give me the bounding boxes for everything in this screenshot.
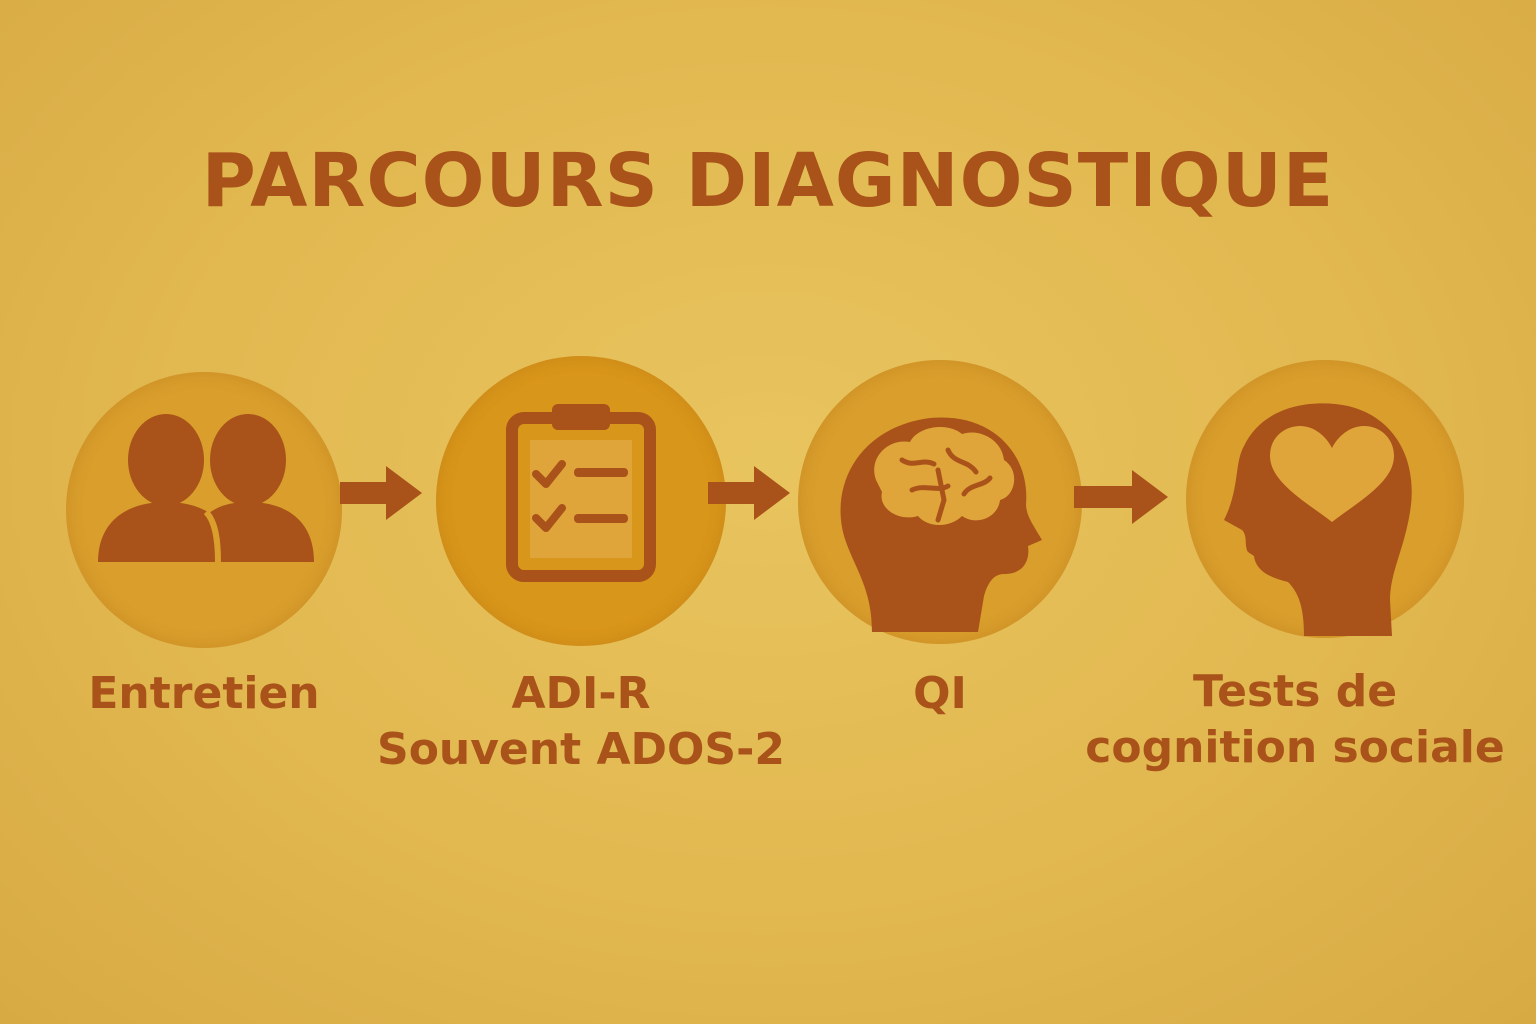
page-title: PARCOURS DIAGNOSTIQUE bbox=[201, 138, 1335, 224]
two-people-icon bbox=[98, 414, 314, 563]
head-heart-icon bbox=[1224, 403, 1412, 636]
step-4-circle bbox=[1186, 360, 1464, 638]
step-3-label: QI bbox=[840, 666, 1040, 722]
step-2-circle bbox=[436, 356, 726, 646]
step-2-label: ADI-R Souvent ADOS-2 bbox=[346, 666, 816, 778]
step-4-label: Tests de cognition sociale bbox=[1066, 664, 1524, 776]
arrow-2 bbox=[708, 466, 790, 520]
step-2-label-line-1: ADI-R bbox=[511, 668, 651, 719]
arrow-1 bbox=[340, 466, 422, 520]
step-4-label-line-1: Tests de bbox=[1192, 666, 1398, 717]
step-3-circle bbox=[798, 360, 1082, 644]
step-4-label-line-2: cognition sociale bbox=[1085, 722, 1505, 773]
step-1-label: Entretien bbox=[64, 666, 344, 722]
step-3-label-text: QI bbox=[913, 668, 967, 719]
step-1-circle bbox=[66, 372, 342, 648]
arrow-3 bbox=[1074, 470, 1168, 524]
head-brain-icon bbox=[840, 417, 1042, 632]
step-1-label-text: Entretien bbox=[88, 668, 320, 719]
step-2-label-line-2: Souvent ADOS-2 bbox=[377, 724, 785, 775]
clipboard-checklist-icon bbox=[506, 404, 656, 582]
